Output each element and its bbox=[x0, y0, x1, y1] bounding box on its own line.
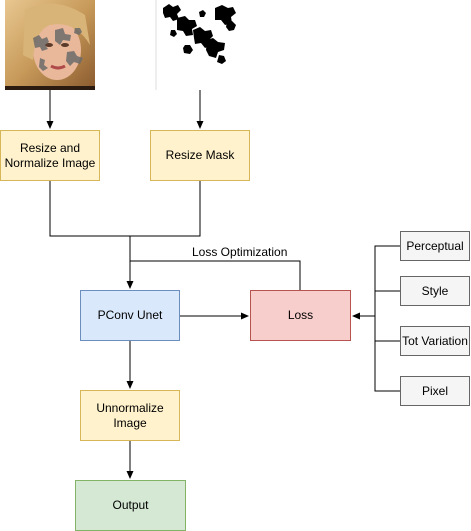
masked-face-image bbox=[5, 0, 95, 90]
loss-node: Loss bbox=[250, 290, 351, 341]
mask-image bbox=[155, 0, 245, 90]
unnormalize-node: Unnormalize Image bbox=[80, 390, 180, 441]
resize-mask-node: Resize Mask bbox=[150, 130, 250, 181]
loss-optimization-label: Loss Optimization bbox=[190, 245, 290, 259]
pixel-node: Pixel bbox=[400, 376, 470, 406]
pconv-unet-node: PConv Unet bbox=[80, 290, 180, 341]
edge-terms-bracket bbox=[374, 245, 400, 392]
style-node: Style bbox=[400, 276, 470, 306]
tot-variation-node: Tot Variation bbox=[400, 326, 470, 356]
edge-loss-optimization bbox=[130, 260, 301, 291]
edge-resize-merge bbox=[49, 181, 201, 237]
output-node: Output bbox=[75, 480, 186, 531]
resize-normalize-node: Resize and Normalize Image bbox=[0, 130, 100, 181]
perceptual-node: Perceptual bbox=[400, 231, 470, 261]
